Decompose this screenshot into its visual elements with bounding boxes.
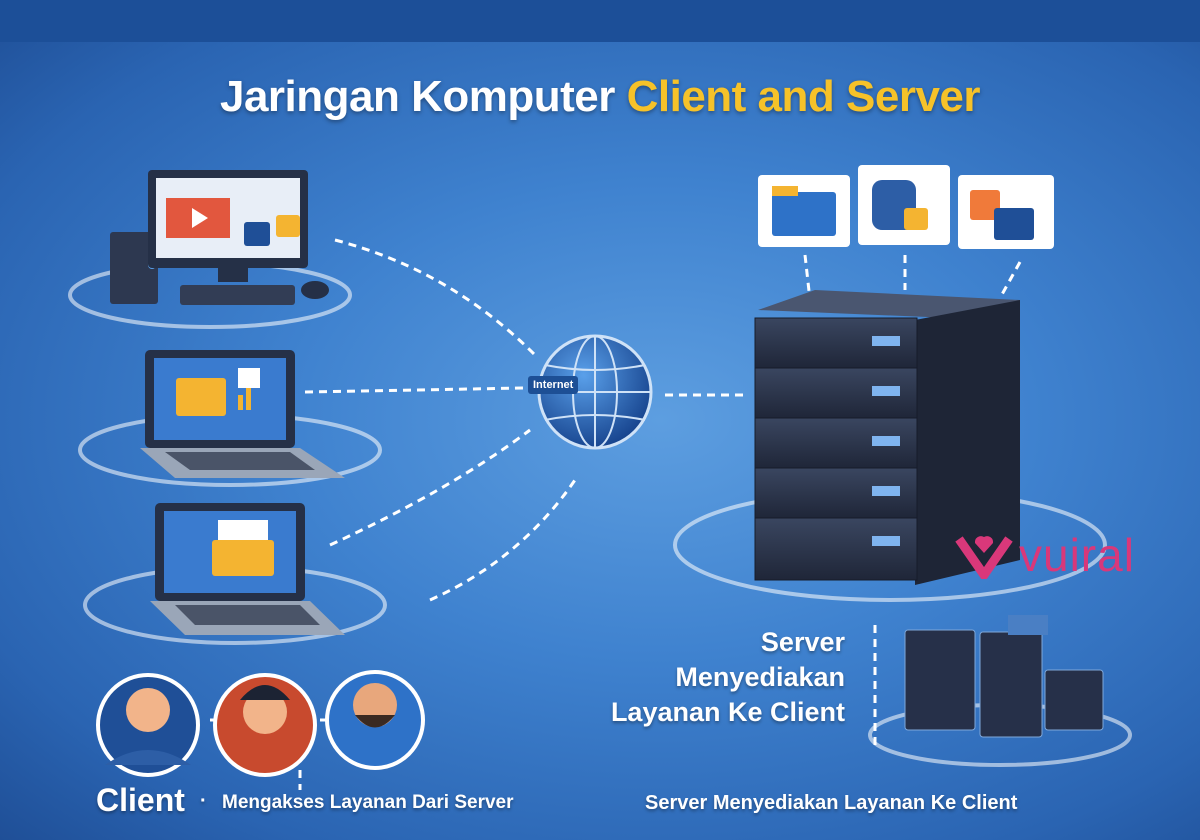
link-laptop3 xyxy=(429,479,577,602)
heart-logo-icon xyxy=(955,536,1013,579)
server-racks-icon xyxy=(904,615,1104,738)
desktop-computer-icon xyxy=(110,170,329,305)
user-avatar-icon xyxy=(213,673,317,777)
folder-icon xyxy=(758,175,850,247)
laptop-icon xyxy=(150,503,345,635)
caption-line: Server xyxy=(760,627,845,657)
caption-line: Menyediakan xyxy=(675,662,845,692)
caption-line: Layanan Ke Client xyxy=(610,697,845,727)
link-laptop2 xyxy=(329,428,531,547)
user-avatar-icon xyxy=(96,673,200,777)
link-services xyxy=(803,254,1022,301)
page-title: Jaringan Komputer Client and Server xyxy=(219,72,981,121)
media-files-icon xyxy=(958,175,1054,249)
link-laptop1 xyxy=(304,386,526,394)
vuiral-logo: vuiral xyxy=(955,528,1135,582)
top-band xyxy=(0,0,1200,42)
internet-label: Internet xyxy=(528,376,579,394)
server-rack-icon xyxy=(754,290,1020,585)
database-lock-icon xyxy=(858,165,950,245)
globe-icon xyxy=(537,334,653,450)
server-description: Server Menyediakan Layanan Ke Client xyxy=(645,792,1018,814)
separator: · xyxy=(200,790,207,812)
client-label: Client xyxy=(96,782,185,818)
user-avatar-icon xyxy=(325,670,425,770)
laptop-icon xyxy=(140,350,345,478)
client-description: Mengakses Layanan Dari Server xyxy=(222,792,514,813)
link-desktop xyxy=(334,238,537,357)
server-caption: Server Menyediakan Layanan Ke Client xyxy=(600,625,845,730)
